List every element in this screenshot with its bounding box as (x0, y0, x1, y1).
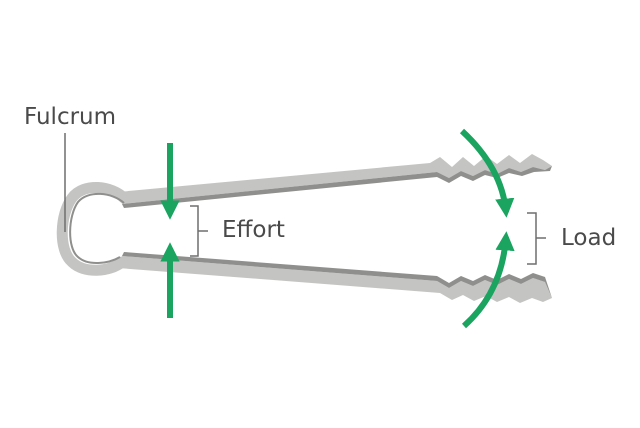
load-arrow-down (459, 128, 515, 218)
tongs-upper-arm-shade (122, 166, 552, 208)
fulcrum-label: Fulcrum (24, 104, 117, 130)
tongs-hinge-loop (56, 181, 130, 276)
load-label: Load (561, 225, 617, 251)
load-arrow-up (461, 231, 515, 329)
effort-bracket (190, 205, 208, 257)
tongs-hinge-loop-shade (69, 192, 125, 264)
tongs-lower-arm (118, 256, 552, 303)
tongs-lower-arm-shade (122, 252, 552, 298)
tongs (56, 154, 552, 303)
tongs-upper-arm (118, 154, 552, 204)
load-bracket (527, 212, 546, 265)
effort-label: Effort (222, 217, 285, 243)
load-arrows (459, 128, 515, 329)
